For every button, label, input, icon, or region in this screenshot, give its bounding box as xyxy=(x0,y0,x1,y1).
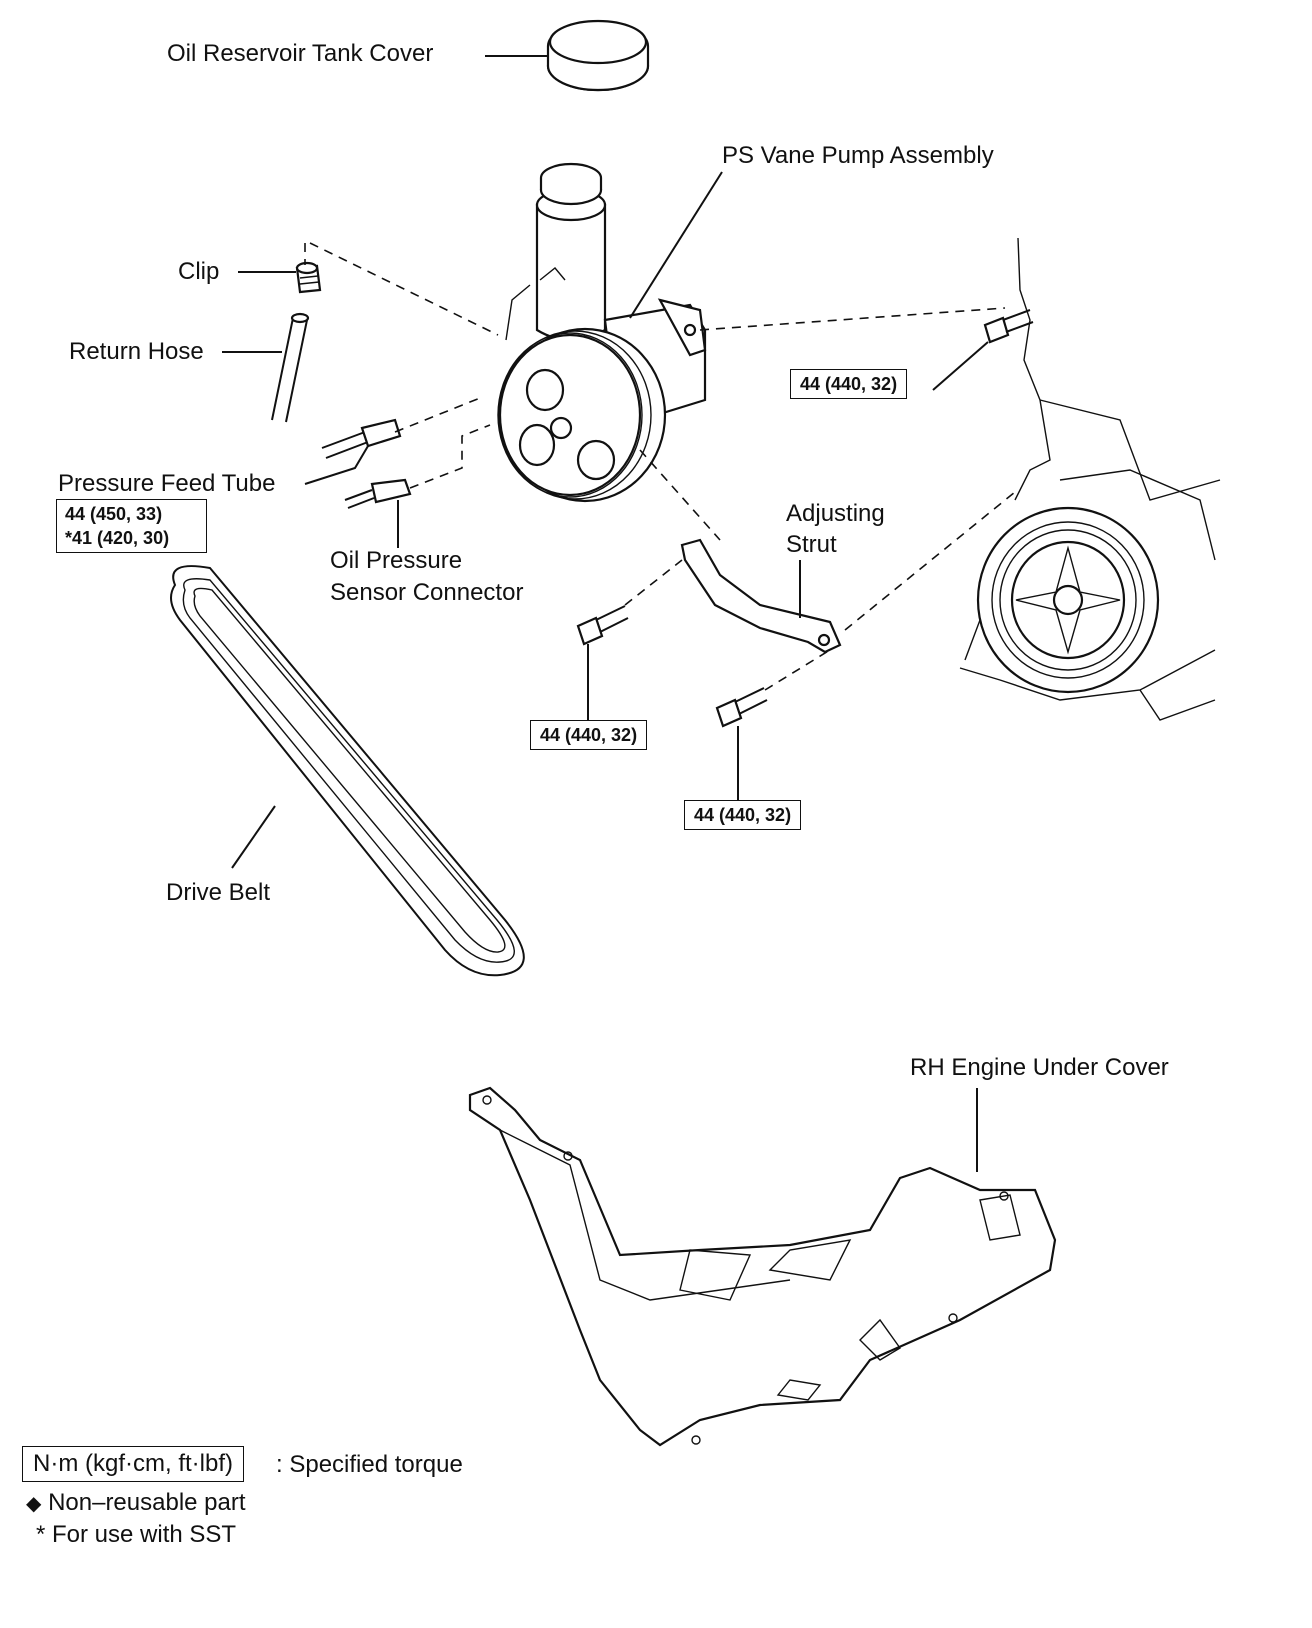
sensor-connector-drawing xyxy=(344,478,412,548)
torque-strut-bolt-lower: 44 (440, 32) xyxy=(684,800,802,830)
vane-pump-drawing xyxy=(497,162,707,503)
bolts-drawing xyxy=(576,309,1034,800)
torque-strut-bolt-upper: 44 (440, 32) xyxy=(530,720,648,750)
legend-non-reusable: ◆ Non–reusable part xyxy=(26,1489,246,1518)
return-hose-drawing xyxy=(222,312,310,423)
label-pressure-feed-tube: Pressure Feed Tube xyxy=(58,470,276,497)
label-clip: Clip xyxy=(178,258,220,285)
adjusting-strut-drawing xyxy=(680,538,842,654)
drive-belt-drawing xyxy=(170,565,525,977)
reservoir-cover-drawing xyxy=(485,19,650,92)
label-ps-vane-pump-assembly: PS Vane Pump Assembly xyxy=(722,142,994,169)
label-oil-pressure-line1: Oil Pressure xyxy=(330,547,463,574)
label-oil-reservoir-tank-cover: Oil Reservoir Tank Cover xyxy=(167,40,434,67)
label-drive-belt: Drive Belt xyxy=(166,879,271,906)
legend-non-reusable-text: Non–reusable part xyxy=(48,1489,246,1516)
label-rh-engine-under-cover: RH Engine Under Cover xyxy=(910,1054,1169,1081)
label-return-hose: Return Hose xyxy=(69,338,204,365)
legend-sst-note: * For use with SST xyxy=(36,1521,237,1548)
leader-lines xyxy=(629,171,723,319)
under-cover-drawing xyxy=(468,1086,1057,1447)
torque-feed-tube-line2: *41 (420, 30) xyxy=(65,528,170,548)
clip-drawing xyxy=(238,261,322,294)
label-strut-line2: Strut xyxy=(786,531,837,558)
pressure-feed-tube-drawing xyxy=(304,418,402,485)
assembly-lines xyxy=(304,242,1016,691)
legend-unit-box: N·m (kgf·cm, ft·lbf) xyxy=(22,1446,244,1482)
legend-unit-description: : Specified torque xyxy=(276,1451,463,1478)
torque-feed-tube: 44 (450, 33) *41 (420, 30) xyxy=(56,499,207,553)
engine-block-drawing xyxy=(959,237,1221,721)
diamond-icon: ◆ xyxy=(26,1493,42,1515)
torque-pump-bolt: 44 (440, 32) xyxy=(790,369,908,399)
label-sensor-connector-line2: Sensor Connector xyxy=(330,579,524,606)
torque-feed-tube-line1: 44 (450, 33) xyxy=(65,504,163,524)
label-adjusting-line1: Adjusting xyxy=(786,500,885,527)
